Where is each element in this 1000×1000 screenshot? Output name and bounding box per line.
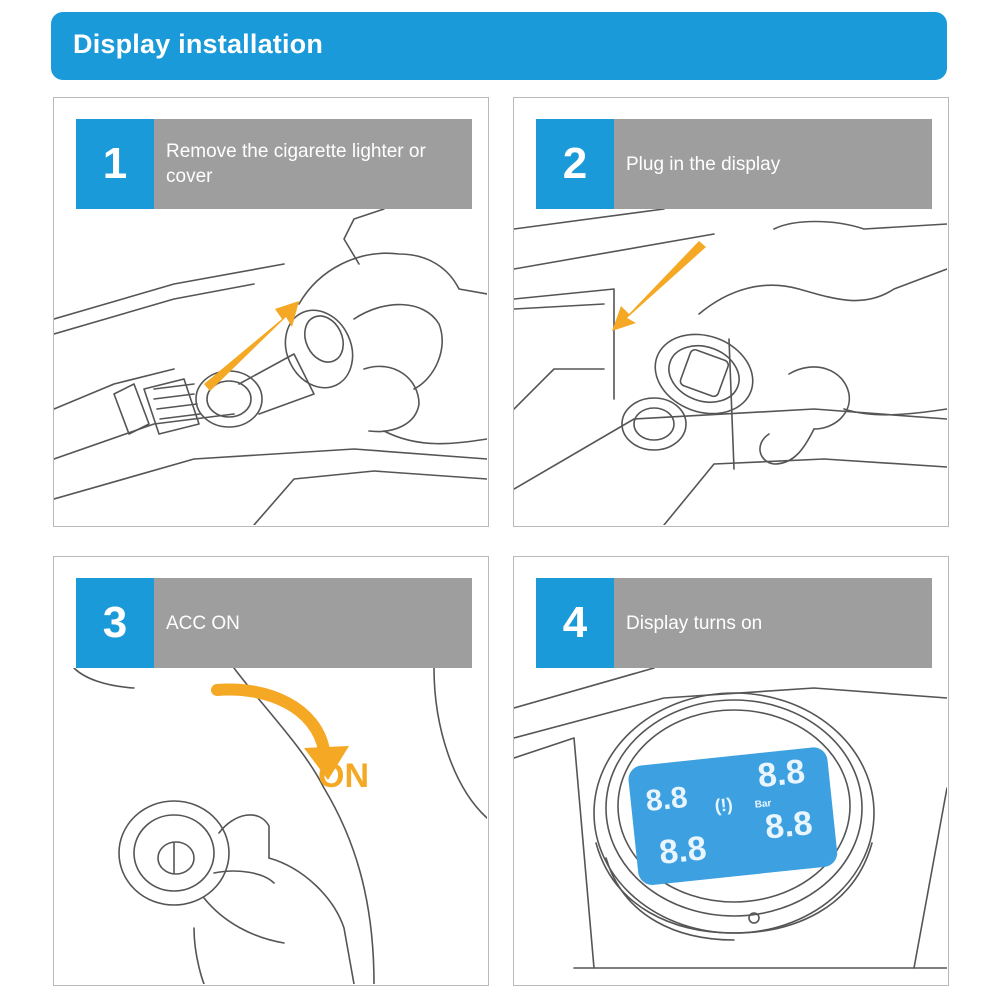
page-title: Display installation — [73, 29, 324, 59]
hand-turning-key-illustration — [73, 668, 487, 984]
step-label: Remove the cigarette lighter or cover — [154, 119, 472, 209]
hand-plugging-display-illustration — [514, 209, 947, 525]
hand-removing-lighter-illustration — [54, 209, 487, 525]
step-number: 3 — [76, 578, 154, 668]
step-panel-3: 3 ACC ON ON — [53, 556, 489, 986]
tire-pressure-icon: (!) — [713, 794, 734, 816]
step-number: 1 — [76, 119, 154, 209]
readout-top-left: 8.8 — [644, 780, 690, 819]
readout-top-right: 8.8 — [755, 752, 807, 796]
step-header: 4 Display turns on — [536, 578, 932, 668]
tpms-screen-readouts: 8.8 8.8 (!) Bar 8.8 8.8 — [638, 747, 849, 887]
readout-bottom-left: 8.8 — [657, 829, 709, 872]
tpms-display-illustration — [514, 668, 947, 969]
step-label: Display turns on — [614, 578, 932, 668]
step-header: 1 Remove the cigarette lighter or cover — [76, 119, 472, 209]
readout-bottom-right: 8.8 — [763, 804, 815, 847]
step-number: 4 — [536, 578, 614, 668]
step-header: 2 Plug in the display — [536, 119, 932, 209]
step-label: Plug in the display — [614, 119, 932, 209]
step-panel-4: 4 Display turns on 8.8 8.8 (!) Bar 8.8 8… — [513, 556, 949, 986]
step-panel-2: 2 Plug in the display — [513, 97, 949, 527]
step-number: 2 — [536, 119, 614, 209]
step-header: 3 ACC ON — [76, 578, 472, 668]
step-label: ACC ON — [154, 578, 472, 668]
section-header: Display installation — [51, 12, 947, 80]
step-panel-1: 1 Remove the cigarette lighter or cover — [53, 97, 489, 527]
on-label: ON — [318, 757, 369, 795]
